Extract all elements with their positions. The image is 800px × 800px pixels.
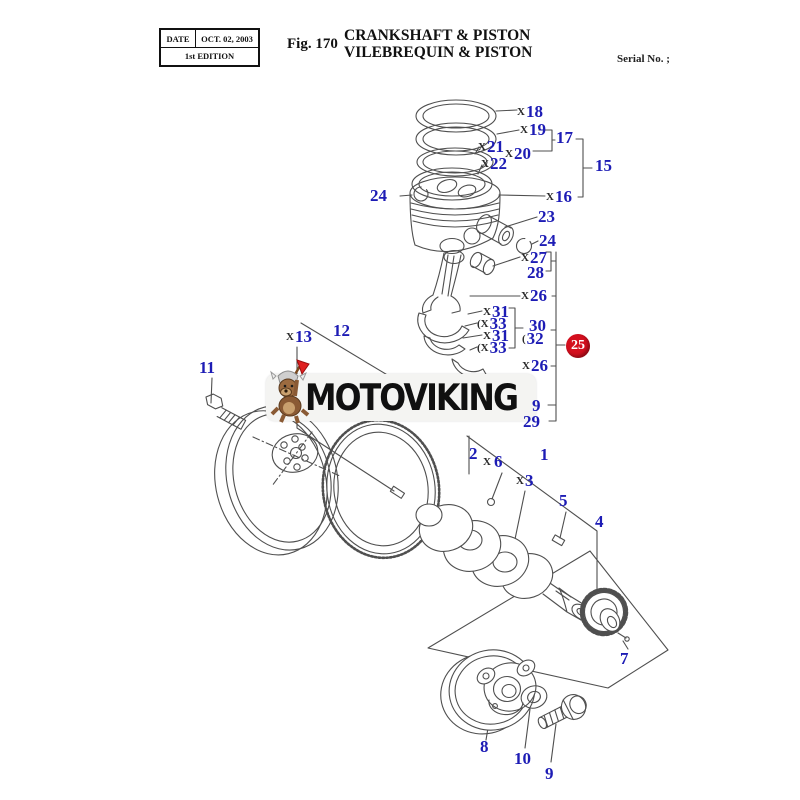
callout-27: X27 <box>521 248 547 267</box>
bracket-30-32 <box>508 307 524 349</box>
flywheel-bolt <box>205 393 247 430</box>
washer <box>520 685 548 709</box>
callout-8: 8 <box>480 737 489 756</box>
callout-28: 28 <box>527 263 544 282</box>
callout-7: 7 <box>620 649 629 668</box>
callout-31: X31 <box>483 302 509 321</box>
date-edition-box: DATE OCT. 02, 2003 1st EDITION <box>159 28 260 67</box>
callout-24: 24 <box>539 231 556 250</box>
callout-2: 2 <box>469 444 478 463</box>
callout-23: 23 <box>538 207 555 226</box>
callout-18: X18 <box>517 102 543 121</box>
edition-label: 1st EDITION <box>184 51 235 61</box>
callout-4: 4 <box>595 512 604 531</box>
callout-3: X3 <box>516 471 534 490</box>
callout-10: 10 <box>514 749 531 768</box>
x-mark: X <box>483 456 491 468</box>
callout-32: (32 <box>522 329 544 348</box>
title-english: CRANKSHAFT & PISTON <box>344 27 531 44</box>
callout-19: X19 <box>520 120 546 139</box>
bracket-crank-group <box>466 435 598 590</box>
callout-15: 15 <box>595 156 612 175</box>
callout-9: 9 <box>545 764 554 783</box>
gear-pin <box>617 632 627 639</box>
piston <box>409 176 501 253</box>
date-value: OCT. 02, 2003 <box>201 33 253 44</box>
watermark-text: MOTOVIKING <box>305 376 519 419</box>
connecting-rod <box>421 237 465 314</box>
highlighted-callout-25: 25 <box>566 334 590 358</box>
callout-1: 1 <box>540 445 549 464</box>
piston-rings <box>411 99 497 201</box>
callout-30: 30 <box>529 316 546 335</box>
bracket-17 <box>532 129 556 152</box>
callout-31: X31 <box>483 326 509 345</box>
snap-ring-left <box>413 186 429 202</box>
page-title: CRANKSHAFT & PISTON VILEBREQUIN & PISTON <box>344 27 532 61</box>
bracket-25-group <box>547 251 566 422</box>
snap-ring-right <box>515 237 533 255</box>
callout-21: X21 <box>478 137 504 156</box>
crankshaft <box>415 503 591 621</box>
date-label: DATE <box>166 33 190 44</box>
callout-12: 12 <box>333 321 350 340</box>
gear-key <box>389 485 406 499</box>
pulley-bolt <box>537 694 587 730</box>
callout-11: 11 <box>199 358 216 377</box>
rod-bushing <box>469 251 496 276</box>
steel-ball <box>486 497 496 507</box>
bracket-27-28 <box>545 251 557 272</box>
callout-9: 9 <box>532 396 541 415</box>
serial-label: Serial No. ; <box>617 53 670 65</box>
bracket-15 <box>575 138 593 198</box>
title-french: VILEBREQUIN & PISTON <box>344 44 533 61</box>
figure-number: Fig. 170 <box>287 36 338 52</box>
crank-key <box>551 534 566 547</box>
callout-29: 29 <box>523 412 540 431</box>
callout-13: X13 <box>286 327 312 346</box>
callout-33: (X33 <box>477 338 507 357</box>
watermark-panel <box>266 374 536 421</box>
callout-16: X16 <box>546 187 572 206</box>
callout-20: X20 <box>505 144 531 163</box>
piston-pin <box>476 214 514 246</box>
viking-dog-mascot <box>270 359 310 424</box>
callout-26: X26 <box>522 356 548 375</box>
leader-lines <box>474 109 520 175</box>
callout-24: 24 <box>370 186 387 205</box>
callout-26: X26 <box>521 286 547 305</box>
callout-6: 6 <box>494 452 503 471</box>
callout-5: 5 <box>559 491 568 510</box>
callout-33: (X33 <box>477 314 507 333</box>
callout-22: X22 <box>481 154 507 173</box>
callout-17: 17 <box>556 128 573 147</box>
